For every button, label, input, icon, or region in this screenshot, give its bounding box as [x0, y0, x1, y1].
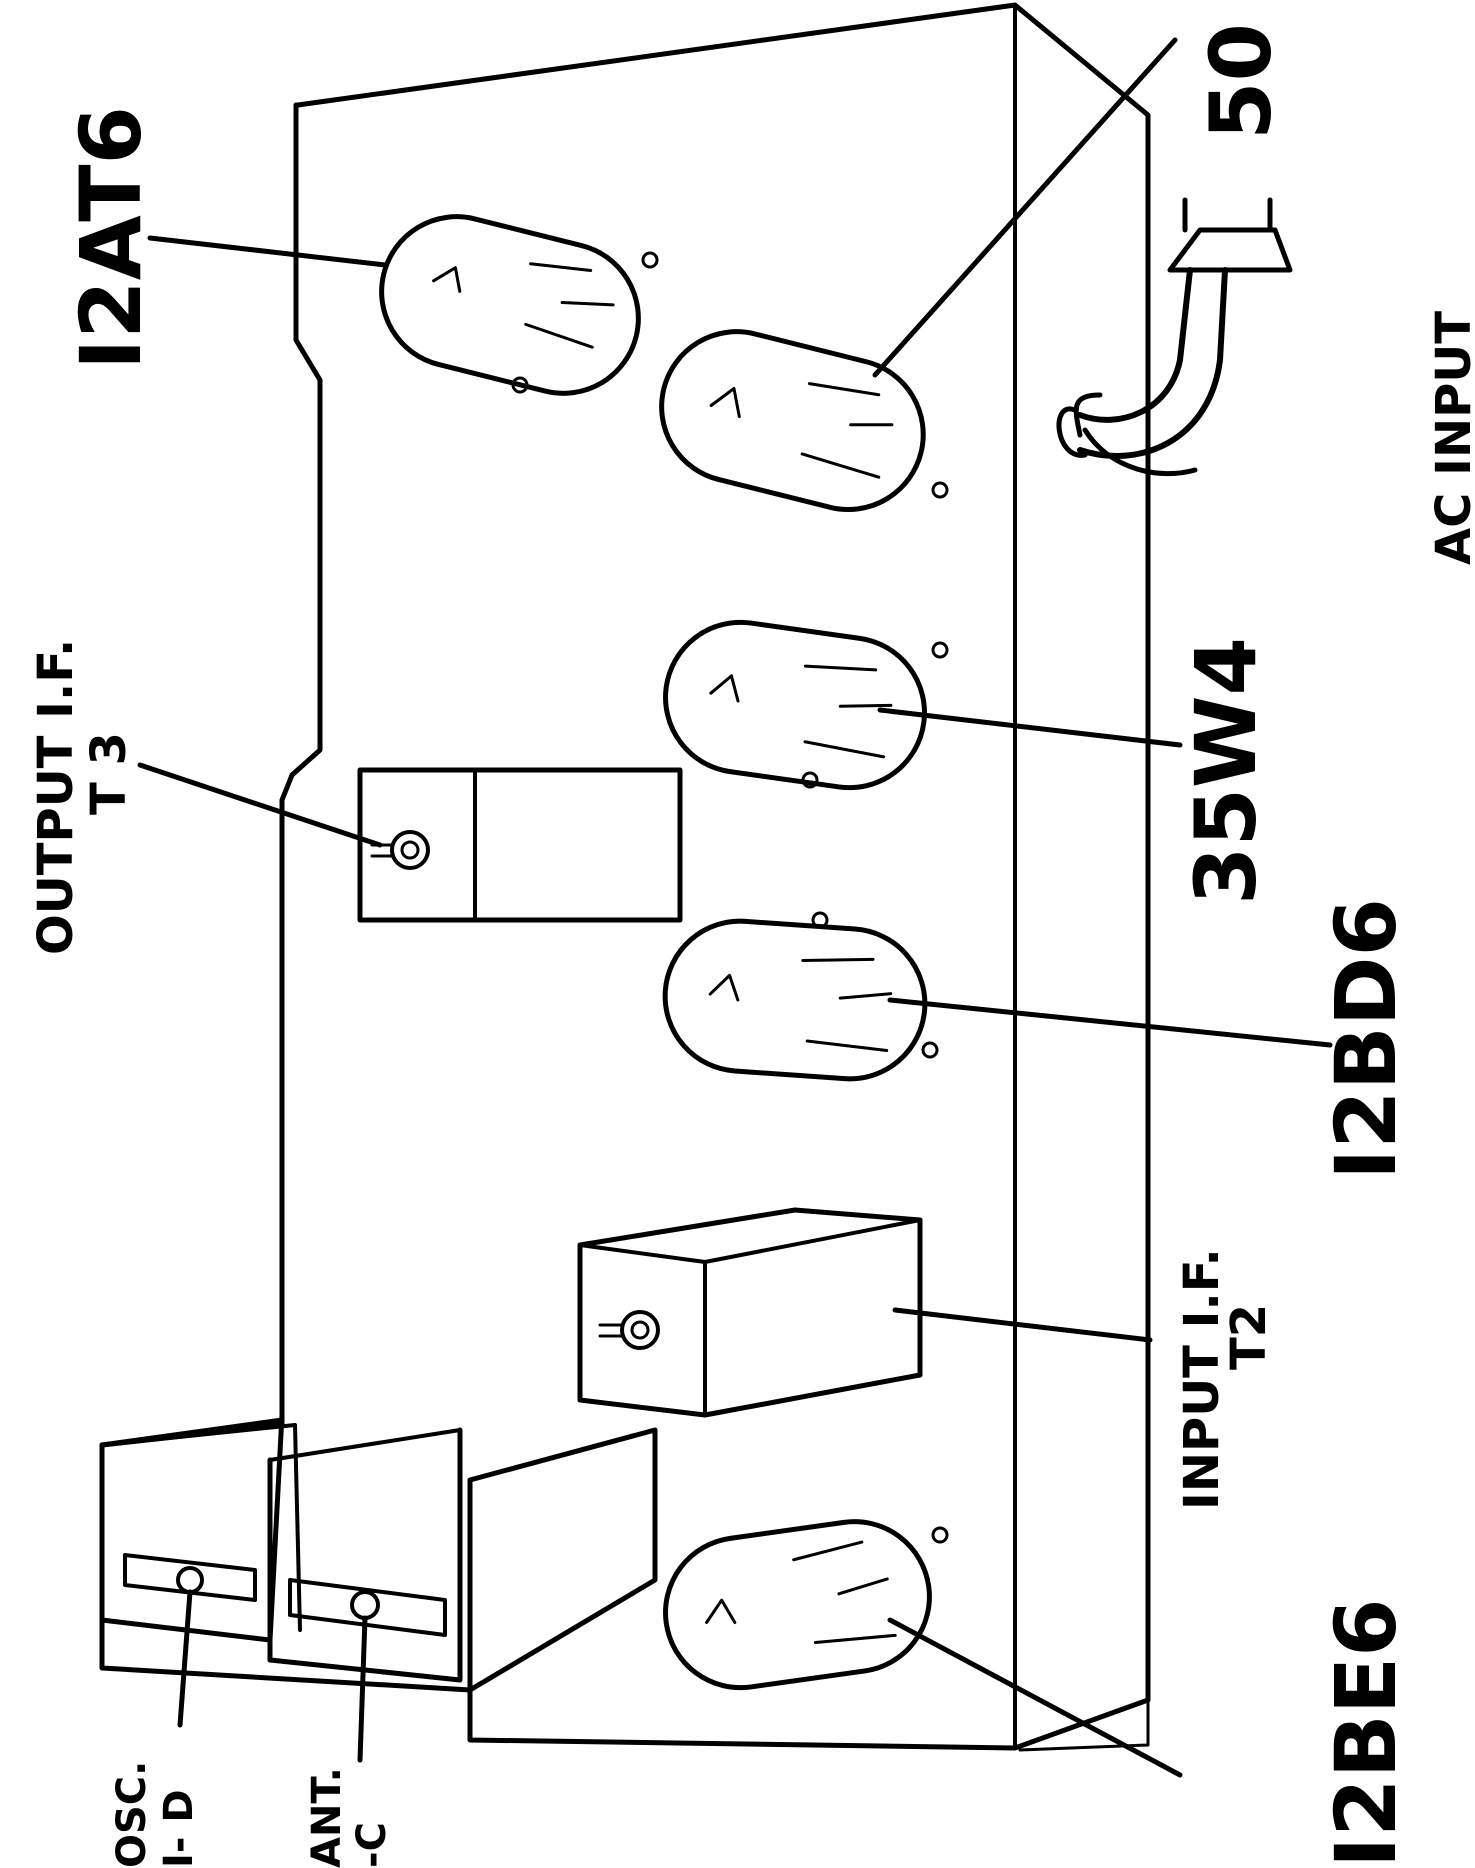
ac-cord-grommet	[1056, 406, 1198, 477]
label-ant-c: -C	[349, 1822, 395, 1868]
label-35w4: 35W4	[1177, 637, 1275, 905]
label-input-if: INPUT I.F.	[1174, 1248, 1230, 1510]
label-output-if: OUTPUT I.F.	[28, 639, 84, 955]
label-output-if-t3: T 3	[81, 732, 137, 815]
label-12be6: I2BE6	[1317, 1598, 1415, 1868]
labels: I2AT6 50 35W4 I2BD6 I2BE6 OUTPUT I.F. T …	[28, 23, 1475, 1868]
label-ant: ANT.	[304, 1767, 350, 1868]
leader-lines	[137, 37, 1333, 1778]
label-50: 50	[1192, 23, 1290, 140]
label-12bd6: I2BD6	[1317, 898, 1415, 1180]
ac-plug	[1073, 197, 1293, 459]
tube-12be6	[663, 1519, 949, 1691]
label-osc: OSC.	[109, 1761, 155, 1868]
label-osc-id: I- D	[156, 1789, 202, 1868]
input-if-transformer-t2	[577, 1207, 923, 1418]
tube-50	[659, 329, 949, 513]
label-input-if-t2: T2	[1221, 1304, 1277, 1370]
tube-12bd6	[662, 911, 939, 1082]
tube-12at6	[379, 214, 659, 396]
output-if-transformer-t3	[357, 767, 683, 923]
tube-35w4	[663, 619, 949, 791]
chassis	[99, 2, 1151, 1752]
label-ac-input: AC INPUT	[1426, 311, 1475, 565]
label-12at6: I2AT6	[62, 106, 160, 370]
